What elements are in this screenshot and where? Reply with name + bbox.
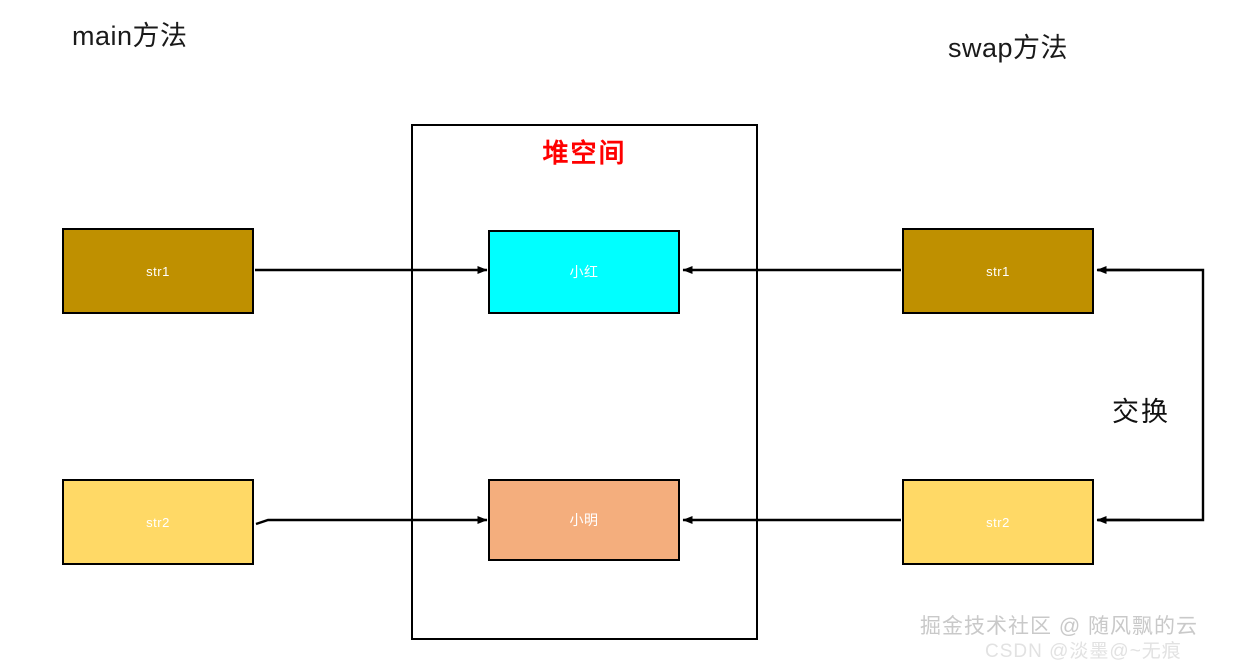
- node-heap-xiaoming-label: 小明: [569, 512, 599, 528]
- node-swap-str1-label: str1: [986, 263, 1010, 279]
- node-main-str1-label: str1: [146, 263, 170, 279]
- node-main-str1[interactable]: str1: [62, 228, 254, 314]
- watermark-juejin: 掘金技术社区 @ 随风飘的云: [920, 615, 1198, 638]
- node-heap-xiaohong[interactable]: 小红: [488, 230, 680, 314]
- heap-space-container: [411, 124, 758, 640]
- node-swap-str2-label: str2: [986, 514, 1010, 530]
- node-heap-xiaohong-label: 小红: [569, 264, 599, 280]
- swap-annotation-label: 交换: [1112, 397, 1170, 427]
- section-title-swap: swap方法: [948, 33, 1069, 63]
- node-main-str2[interactable]: str2: [62, 479, 254, 565]
- node-heap-xiaoming[interactable]: 小明: [488, 479, 680, 561]
- watermark-csdn: CSDN @淡墨@~无痕: [985, 641, 1182, 662]
- node-main-str2-label: str2: [146, 514, 170, 530]
- node-swap-str1[interactable]: str1: [902, 228, 1094, 314]
- heap-space-label: 堆空间: [542, 138, 627, 168]
- node-swap-str2[interactable]: str2: [902, 479, 1094, 565]
- section-title-main: main方法: [72, 21, 188, 51]
